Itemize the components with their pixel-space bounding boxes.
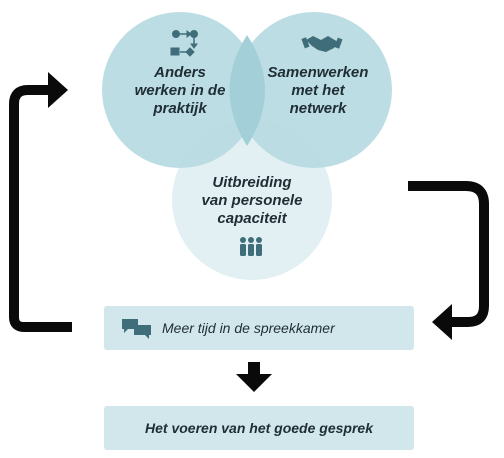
circle-working-differently [102,12,258,168]
flow-arrow-right [408,181,489,327]
circle-label-collaboration: Samenwerken met het netwerk [267,64,369,117]
flow-arrowhead-right [432,304,452,340]
down-arrow [236,362,272,392]
feedback-arrowhead-left [48,72,68,108]
circle-label-working-differently: Anders werken in de praktijk [134,64,226,117]
box-good-conversation-text: Het voeren van het goede gesprek [145,420,373,436]
workflow-icon [170,30,198,57]
speech-bubbles-icon [122,319,151,339]
box-good-conversation: Het voeren van het goede gesprek [104,406,414,450]
circle-collaboration [236,12,392,168]
people-icon [240,237,262,256]
box-more-time-text: Meer tijd in de spreekkamer [162,320,335,336]
circle-label-capacity: Uitbreiding van personele capaciteit [201,174,303,227]
feedback-arrow-left [9,85,72,332]
box-more-time: Meer tijd in de spreekkamer [104,306,414,350]
overlap-lens [229,35,265,146]
handshake-icon [301,36,343,52]
